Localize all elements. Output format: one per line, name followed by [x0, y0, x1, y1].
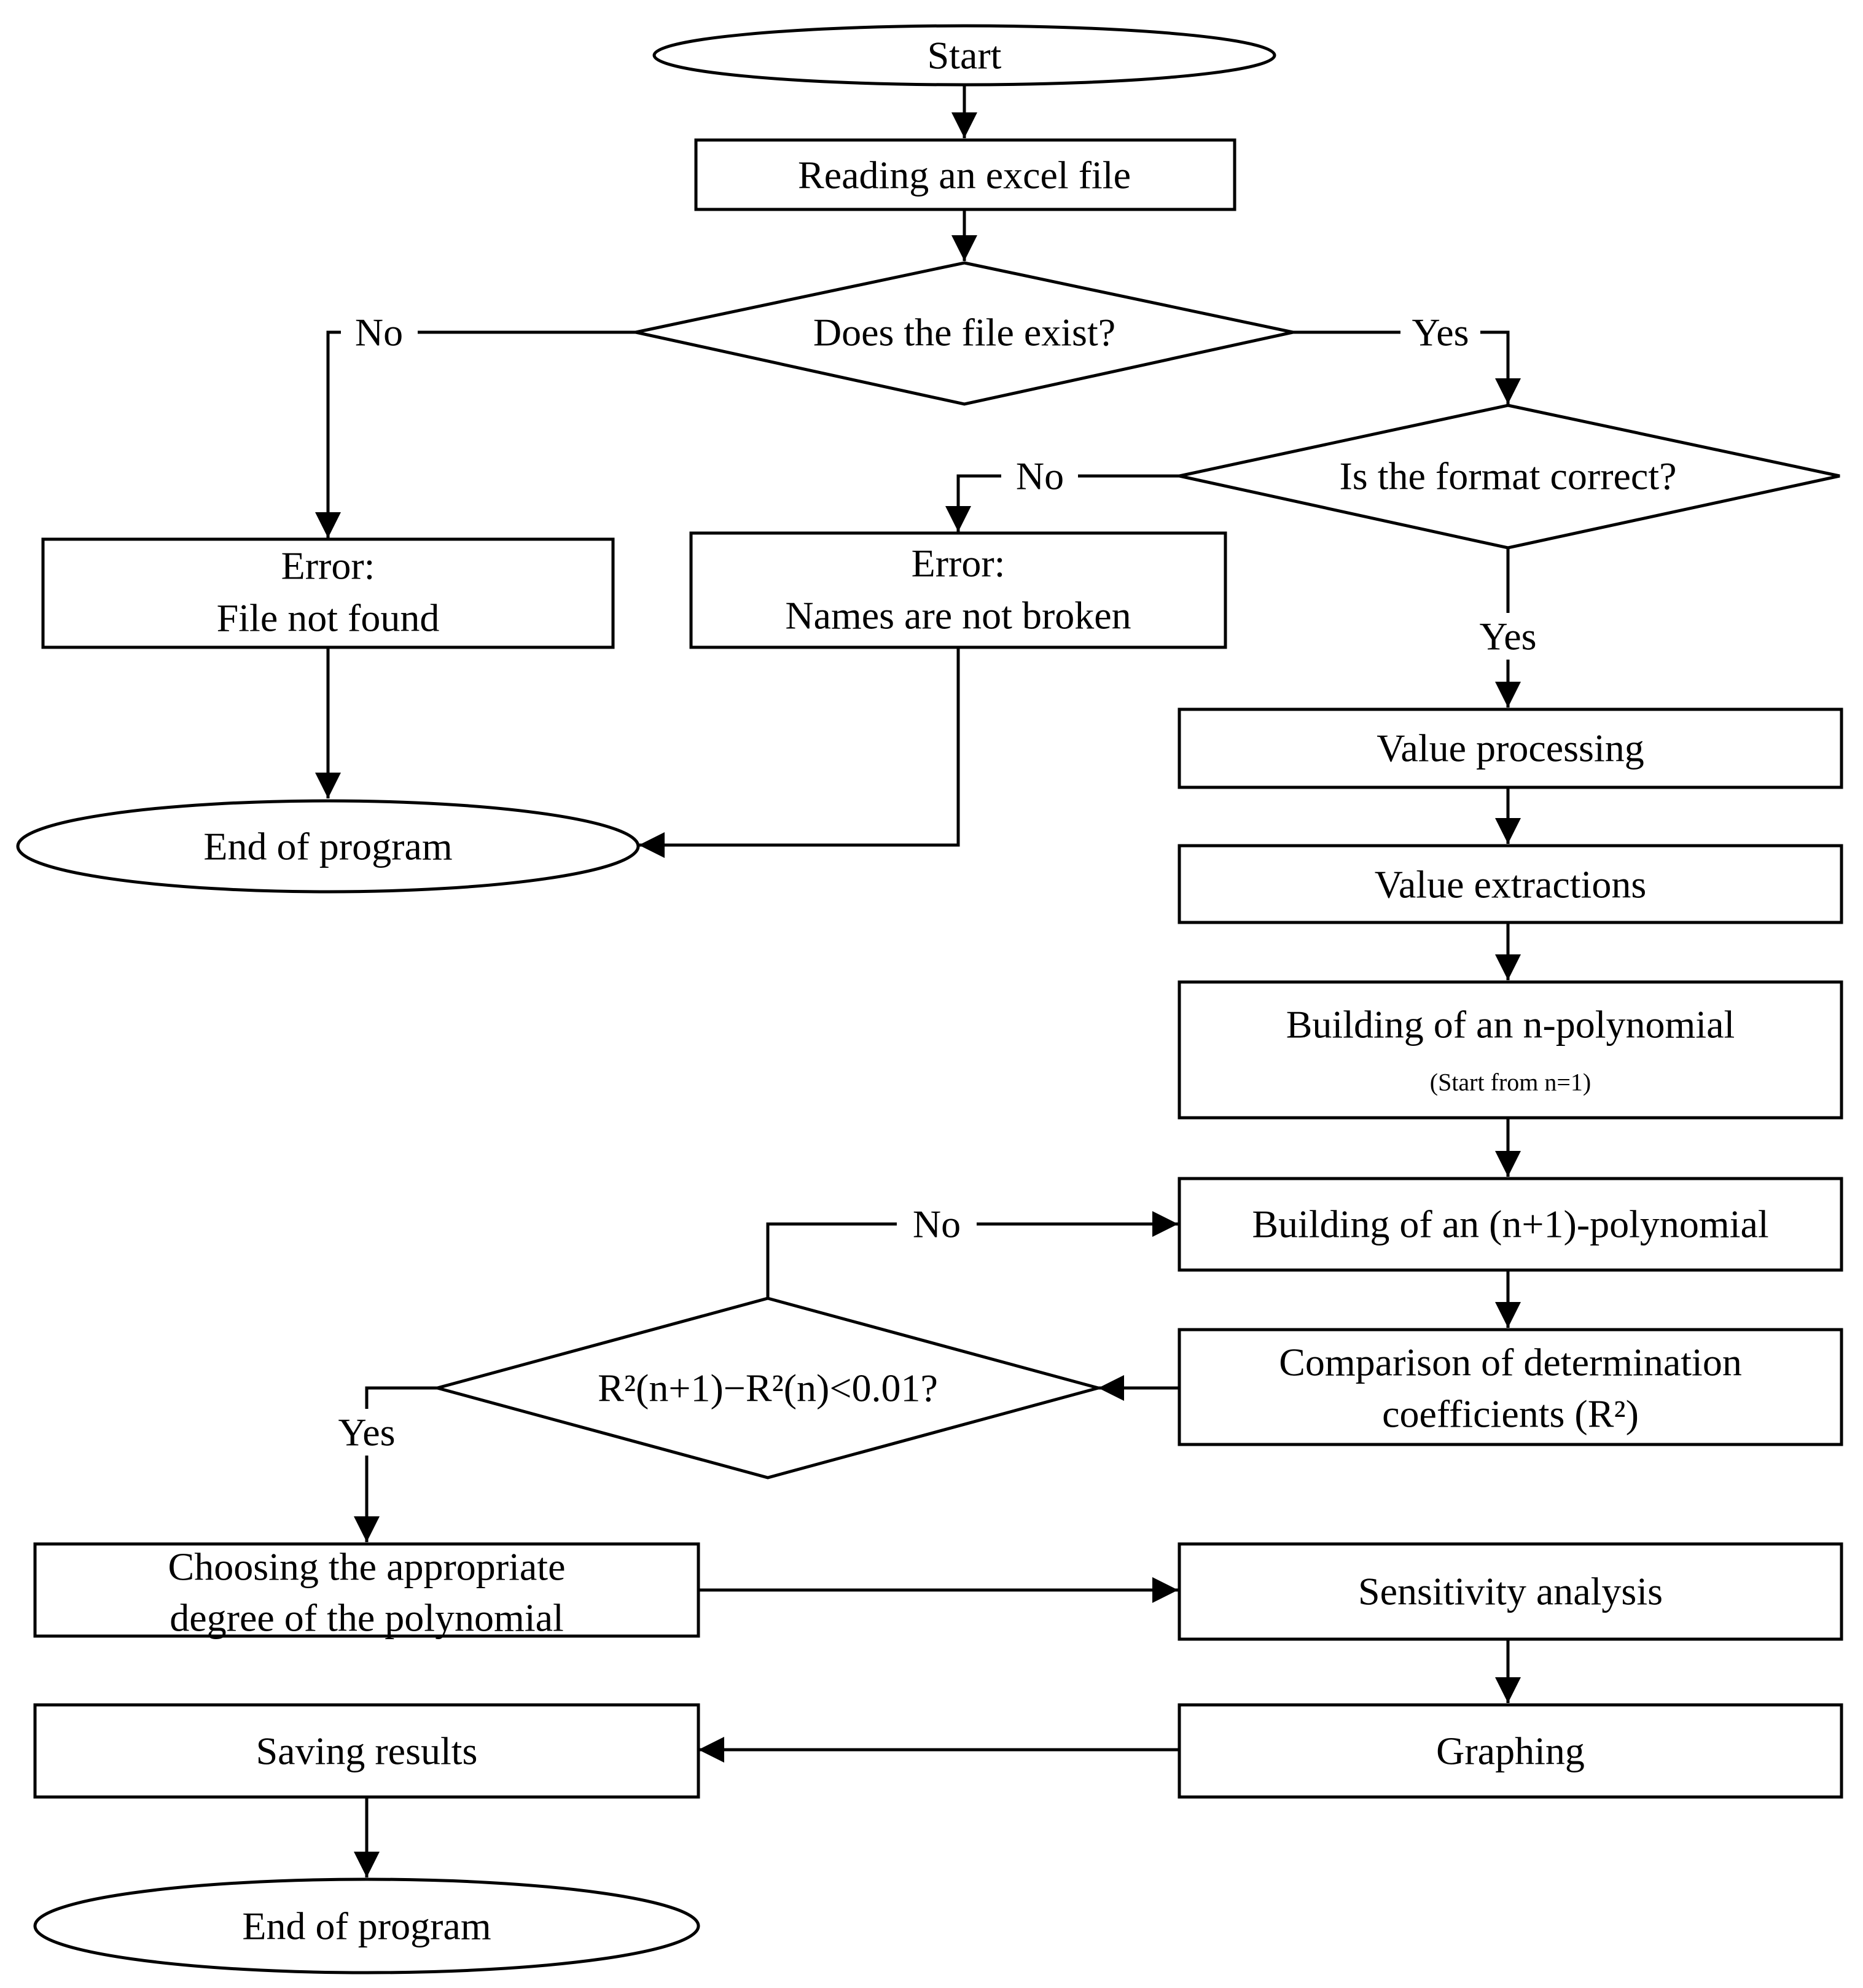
node-saving: Saving results	[33, 1703, 700, 1799]
node-saving-label: Saving results	[256, 1729, 478, 1773]
decision-shape	[1179, 403, 1840, 550]
node-value-extractions: Value extractions	[1178, 844, 1843, 924]
node-error-file-text: File not found	[217, 596, 440, 640]
node-file-exist-label: Does the file exist?	[813, 311, 1115, 354]
node-end-1-label: End of program	[203, 825, 452, 868]
process-box	[33, 1542, 700, 1638]
node-r2-check-label: R²(n+1)−R²(n)<0.01?	[598, 1366, 938, 1410]
node-error-names-text: Names are not broken	[785, 594, 1131, 637]
label-file-yes: Yes	[1412, 311, 1469, 354]
node-format-correct: Is the format correct?	[1179, 403, 1840, 550]
edge-error-names-to-end	[639, 647, 960, 858]
node-choose-degree: Choosing the appropriate degree of the p…	[33, 1542, 700, 1640]
edge-r2-no	[766, 1211, 1178, 1297]
process-box	[41, 537, 615, 649]
node-end-2-label: End of program	[242, 1904, 491, 1948]
node-compare-line2: coefficients (R²)	[1382, 1392, 1639, 1436]
node-value-processing-label: Value processing	[1377, 727, 1644, 770]
process-box	[1178, 980, 1843, 1120]
node-end-1: End of program	[16, 799, 640, 894]
node-build-n: Building of an n-polynomial (Start from …	[1178, 980, 1843, 1120]
node-graphing-label: Graphing	[1436, 1729, 1585, 1773]
edge-labels: No Yes No Yes No Yes	[322, 310, 1551, 1456]
node-build-n-note: (Start from n=1)	[1430, 1069, 1592, 1096]
node-sensitivity: Sensitivity analysis	[1178, 1542, 1843, 1641]
node-error-names: Error: Names are not broken	[689, 531, 1227, 649]
terminator-shape	[16, 799, 640, 894]
process-box	[1178, 844, 1843, 924]
process-box	[694, 138, 1236, 211]
decision-shape	[635, 261, 1294, 406]
node-read-excel-label: Reading an excel file	[798, 154, 1131, 197]
node-start-label: Start	[928, 34, 1002, 77]
node-value-extractions-label: Value extractions	[1375, 863, 1647, 906]
node-value-processing: Value processing	[1178, 707, 1843, 789]
edge-file-yes	[1293, 330, 1521, 404]
process-box	[1178, 1177, 1843, 1272]
node-end-2: End of program	[33, 1877, 700, 1974]
node-read-excel: Reading an excel file	[694, 138, 1236, 211]
edge-format-no	[945, 474, 1179, 532]
node-format-correct-label: Is the format correct?	[1339, 454, 1676, 498]
node-error-names-title: Error:	[912, 542, 1006, 585]
terminator-shape	[33, 1877, 700, 1974]
label-format-yes: Yes	[1479, 615, 1536, 658]
process-box	[1178, 1542, 1843, 1641]
process-box	[1178, 1328, 1843, 1446]
process-box	[1178, 1703, 1843, 1799]
edge-file-no	[315, 330, 636, 538]
node-start: Start	[652, 24, 1276, 87]
node-build-n1: Building of an (n+1)-polynomial	[1178, 1177, 1843, 1272]
node-r2-check: R²(n+1)−R²(n)<0.01?	[431, 1296, 1104, 1479]
process-box	[33, 1703, 700, 1799]
node-choose-line2: degree of the polynomial	[170, 1596, 564, 1640]
label-r2-yes: Yes	[338, 1411, 395, 1454]
node-choose-line1: Choosing the appropriate	[168, 1545, 566, 1589]
connectors	[315, 86, 1521, 1877]
label-file-no: No	[355, 311, 403, 354]
node-build-n1-label: Building of an (n+1)-polynomial	[1252, 1203, 1768, 1246]
label-r2-no: No	[913, 1203, 961, 1246]
terminator-shape	[652, 24, 1276, 87]
label-format-no: No	[1016, 454, 1064, 498]
node-file-exist: Does the file exist?	[635, 261, 1294, 406]
node-error-file: Error: File not found	[41, 537, 615, 649]
process-box	[1178, 707, 1843, 789]
node-compare: Comparison of determination coefficients…	[1178, 1328, 1843, 1446]
node-graphing: Graphing	[1178, 1703, 1843, 1799]
node-compare-line1: Comparison of determination	[1279, 1341, 1742, 1384]
node-error-file-title: Error:	[281, 544, 375, 588]
edge-r2-yes	[354, 1386, 437, 1542]
node-build-n-label: Building of an n-polynomial	[1286, 1003, 1735, 1047]
decision-shape	[431, 1296, 1104, 1479]
process-box	[689, 531, 1227, 649]
node-sensitivity-label: Sensitivity analysis	[1358, 1570, 1663, 1613]
